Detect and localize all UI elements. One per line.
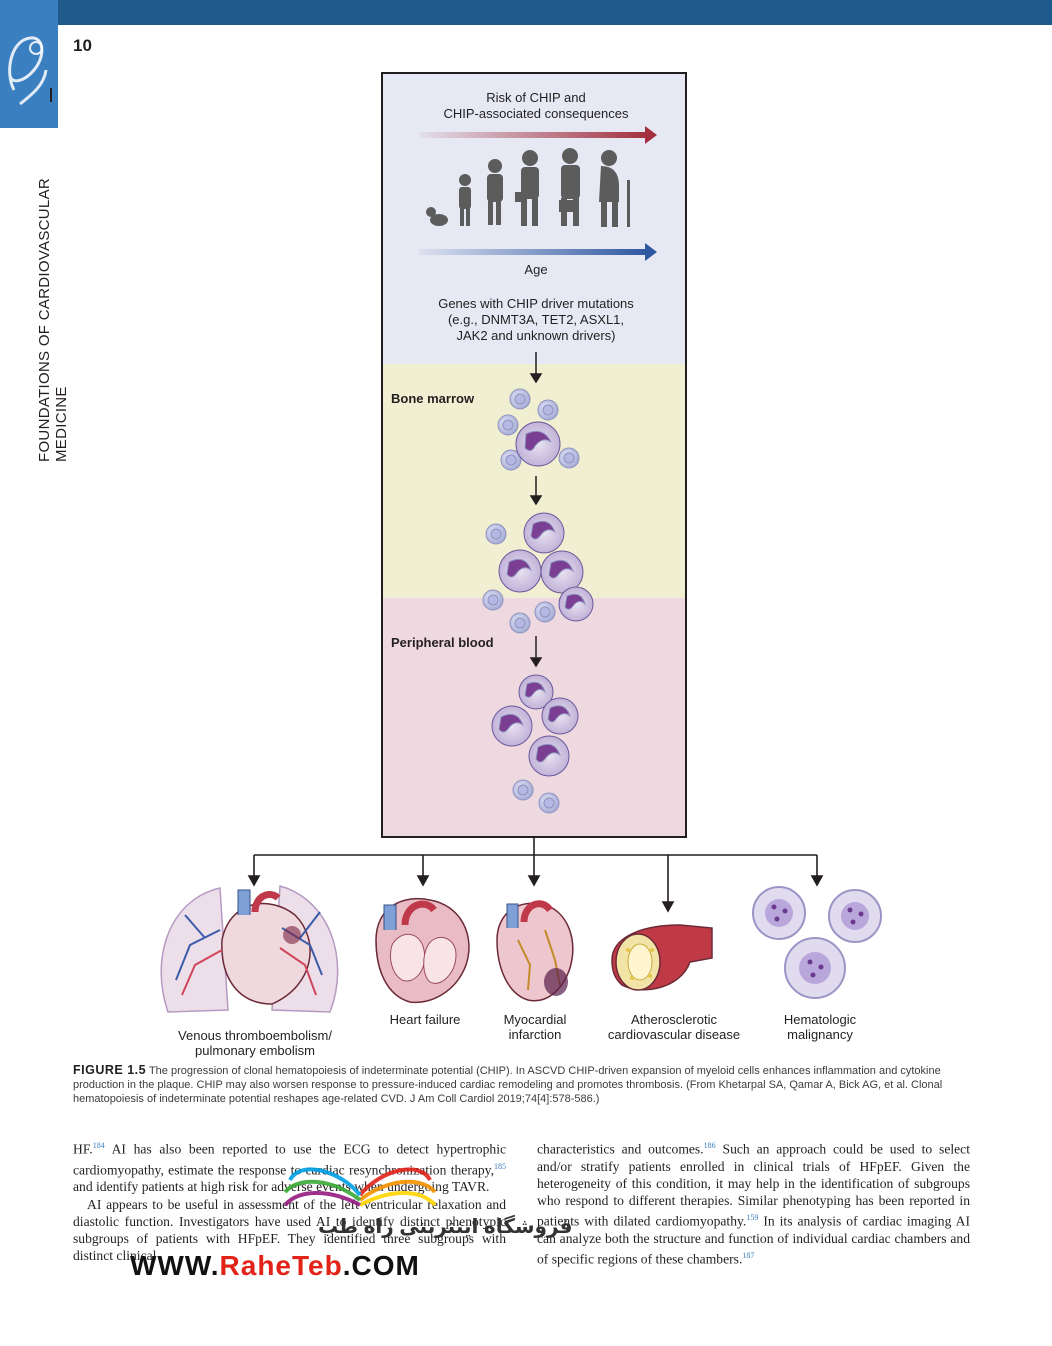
figure-label: FIGURE 1.5 — [73, 1063, 147, 1077]
text-run: AI has also been reported to use the ECG… — [73, 1141, 506, 1178]
heart-failure-icon — [375, 898, 470, 1004]
outcome-heme-line-1: Hematologic — [783, 1012, 857, 1027]
risk-label-line-2: CHIP-associated consequences — [443, 106, 629, 121]
figure-drawing — [419, 126, 657, 814]
outcome-mi-line-2: infarction — [508, 1027, 562, 1042]
text-run: HF. — [73, 1141, 93, 1157]
text-run: Such an approach could be used to select… — [537, 1141, 970, 1229]
citation-ref[interactable]: 186 — [703, 1141, 716, 1150]
text-run: characteristics and outcomes. — [537, 1141, 704, 1157]
lungs-heart-icon — [160, 885, 339, 1013]
top-color-bar — [0, 0, 1052, 25]
outcome-vte-line-1: Venous thromboembolism/ — [178, 1028, 332, 1043]
publisher-logo-block — [0, 0, 58, 128]
outcome-vte-line-2: pulmonary embolism — [195, 1043, 315, 1058]
outcome-connector — [160, 838, 882, 1013]
atherosclerotic-artery-icon — [611, 924, 713, 991]
left-paragraph-1: HF.184 AI has also been reported to use … — [73, 1137, 506, 1196]
body-column-left: HF.184 AI has also been reported to use … — [73, 1137, 506, 1264]
watermark-url-part: RaheTeb — [219, 1250, 343, 1281]
watermark-url-part: WWW. — [130, 1250, 220, 1281]
right-paragraph-1: characteristics and outcomes.186 Such an… — [537, 1137, 970, 1268]
genes-line-3: JAK2 and unknown drivers) — [456, 328, 616, 343]
bone-marrow-label: Bone marrow — [391, 391, 475, 406]
running-head-rule — [50, 88, 52, 102]
genes-line-2: (e.g., DNMT3A, TET2, ASXL1, — [447, 312, 625, 327]
text-run: In its analysis of cardiac imaging AI ca… — [537, 1213, 970, 1267]
page-number: 10 — [73, 36, 92, 55]
myocardial-infarction-icon — [496, 900, 574, 1002]
risk-arrow — [419, 126, 657, 144]
figure-caption: FIGURE 1.5 The progression of clonal hem… — [73, 1063, 973, 1106]
watermark-persian-text: فروشگاه اینترنتی راه طب — [318, 1216, 573, 1238]
citation-ref[interactable]: 184 — [92, 1141, 105, 1150]
risk-label-line-1: Risk of CHIP and — [486, 90, 586, 105]
watermark-book-logo — [283, 1167, 437, 1207]
outcome-mi-line-1: Myocardial — [503, 1012, 567, 1027]
peripheral-blood-band — [383, 598, 685, 836]
watermark-url: WWW.RaheTeb.COM — [130, 1250, 420, 1282]
figure-panel: Risk of CHIP and CHIP-associated consequ… — [381, 72, 687, 838]
body-column-right: characteristics and outcomes.186 Such an… — [537, 1137, 970, 1268]
publisher-logo-icon — [8, 36, 48, 106]
age-label: Age — [524, 262, 548, 277]
flow-arrows — [529, 352, 543, 668]
stem-cells-stage-1 — [497, 388, 580, 471]
outcome-ascvd-line-1: Atherosclerotic — [631, 1012, 717, 1027]
outcome-heart-failure: Heart failure — [389, 1012, 461, 1027]
age-arrow — [419, 243, 657, 261]
peripheral-blood-cells — [491, 674, 579, 814]
outcome-ascvd-line-2: cardiovascular disease — [607, 1027, 741, 1042]
malignant-cells-icon — [752, 886, 882, 999]
aging-silhouettes-icon — [426, 148, 630, 227]
peripheral-blood-label: Peripheral blood — [391, 635, 494, 650]
watermark-url-part: .COM — [342, 1250, 420, 1281]
clonal-cells-stage-2 — [482, 512, 594, 634]
citation-ref[interactable]: 159 — [746, 1213, 759, 1223]
citation-ref[interactable]: 185 — [494, 1161, 506, 1171]
left-paragraph-2: AI appears to be useful in assessment of… — [73, 1196, 506, 1264]
citation-ref[interactable]: 187 — [742, 1251, 755, 1261]
outcome-heme-line-2: malignancy — [787, 1027, 853, 1042]
figure-caption-text: The progression of clonal hematopoiesis … — [73, 1065, 943, 1105]
genes-line-1: Genes with CHIP driver mutations — [438, 296, 634, 311]
text-run: and identify patients at high risk for a… — [73, 1179, 490, 1195]
